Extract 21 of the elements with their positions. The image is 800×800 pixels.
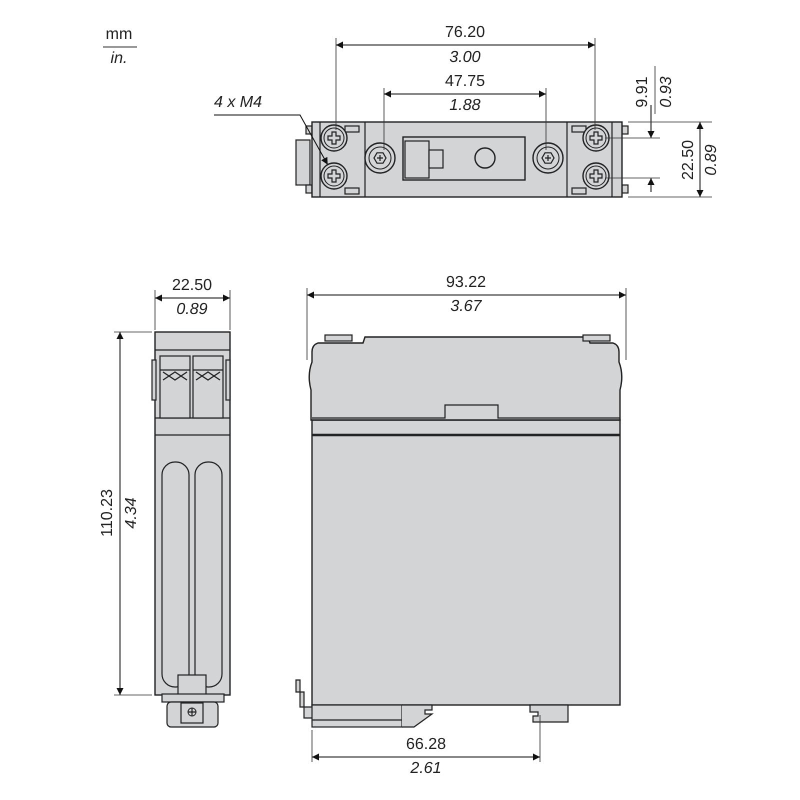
dimension-value: 0.89	[703, 144, 721, 176]
dimension-value: 9.91	[634, 76, 652, 108]
dimension-value: 2.61	[410, 760, 442, 778]
leader-line	[214, 114, 328, 166]
dimension-value: 47.75	[444, 73, 486, 91]
dimension-value: 22.50	[680, 140, 698, 180]
unit-label: mm	[106, 26, 132, 44]
dimension-value: 22.50	[172, 277, 212, 295]
screw-icon	[320, 162, 348, 190]
dimension-value: 66.28	[406, 736, 446, 754]
unit-label: in.	[110, 50, 128, 68]
dimension-value: 76.20	[444, 24, 486, 42]
dimension-value: 93.22	[446, 274, 486, 292]
callout-label: 4 x M4	[214, 94, 262, 112]
dimension-value: 4.34	[123, 497, 141, 529]
dimension-value: 0.89	[176, 301, 208, 319]
dimension-value: 3.00	[449, 49, 481, 67]
dimension-value: 1.88	[449, 97, 481, 115]
dimension-value: 110.23	[99, 489, 117, 537]
dimension-value: 3.67	[450, 298, 482, 316]
dimension-value: 0.93	[658, 76, 676, 108]
